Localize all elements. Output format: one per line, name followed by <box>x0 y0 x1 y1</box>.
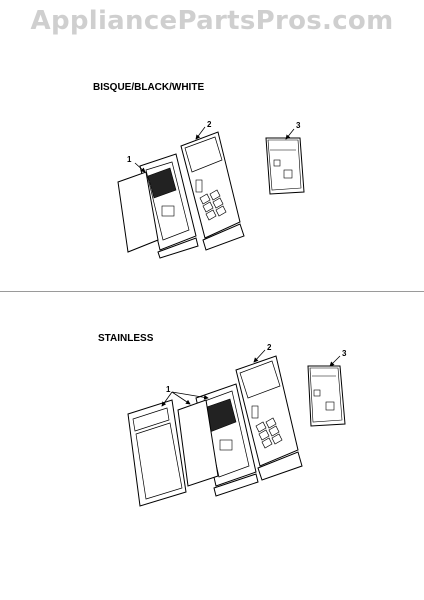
bottom-callout-3: 3 <box>342 349 347 358</box>
top-part-2-control-frame <box>180 131 245 251</box>
top-assembly <box>117 131 305 259</box>
top-part-3-control-board <box>265 137 305 195</box>
watermark-logo: AppliancePartsPros.com <box>30 6 394 36</box>
top-callout-2: 2 <box>207 120 212 129</box>
bottom-part-1-stainless-front <box>127 399 187 507</box>
section-title-stainless: STAINLESS <box>98 333 154 344</box>
section-divider <box>0 291 424 292</box>
bottom-callout-1: 1 <box>166 385 171 394</box>
bottom-part-3-control-board <box>307 365 346 427</box>
top-callout-1: 1 <box>127 155 132 164</box>
bottom-part-2-control-frame <box>235 355 303 481</box>
bottom-assembly <box>127 355 346 507</box>
bottom-part-1-inner-panel <box>177 399 219 487</box>
top-callout-3: 3 <box>296 121 301 130</box>
top-callouts <box>134 126 295 173</box>
top-part-1-frame <box>139 153 199 259</box>
section-title-bisque: BISQUE/BLACK/WHITE <box>93 82 205 93</box>
bottom-callout-2: 2 <box>267 343 272 352</box>
top-part-1-front-panel <box>117 171 159 253</box>
bottom-callouts <box>161 349 341 407</box>
